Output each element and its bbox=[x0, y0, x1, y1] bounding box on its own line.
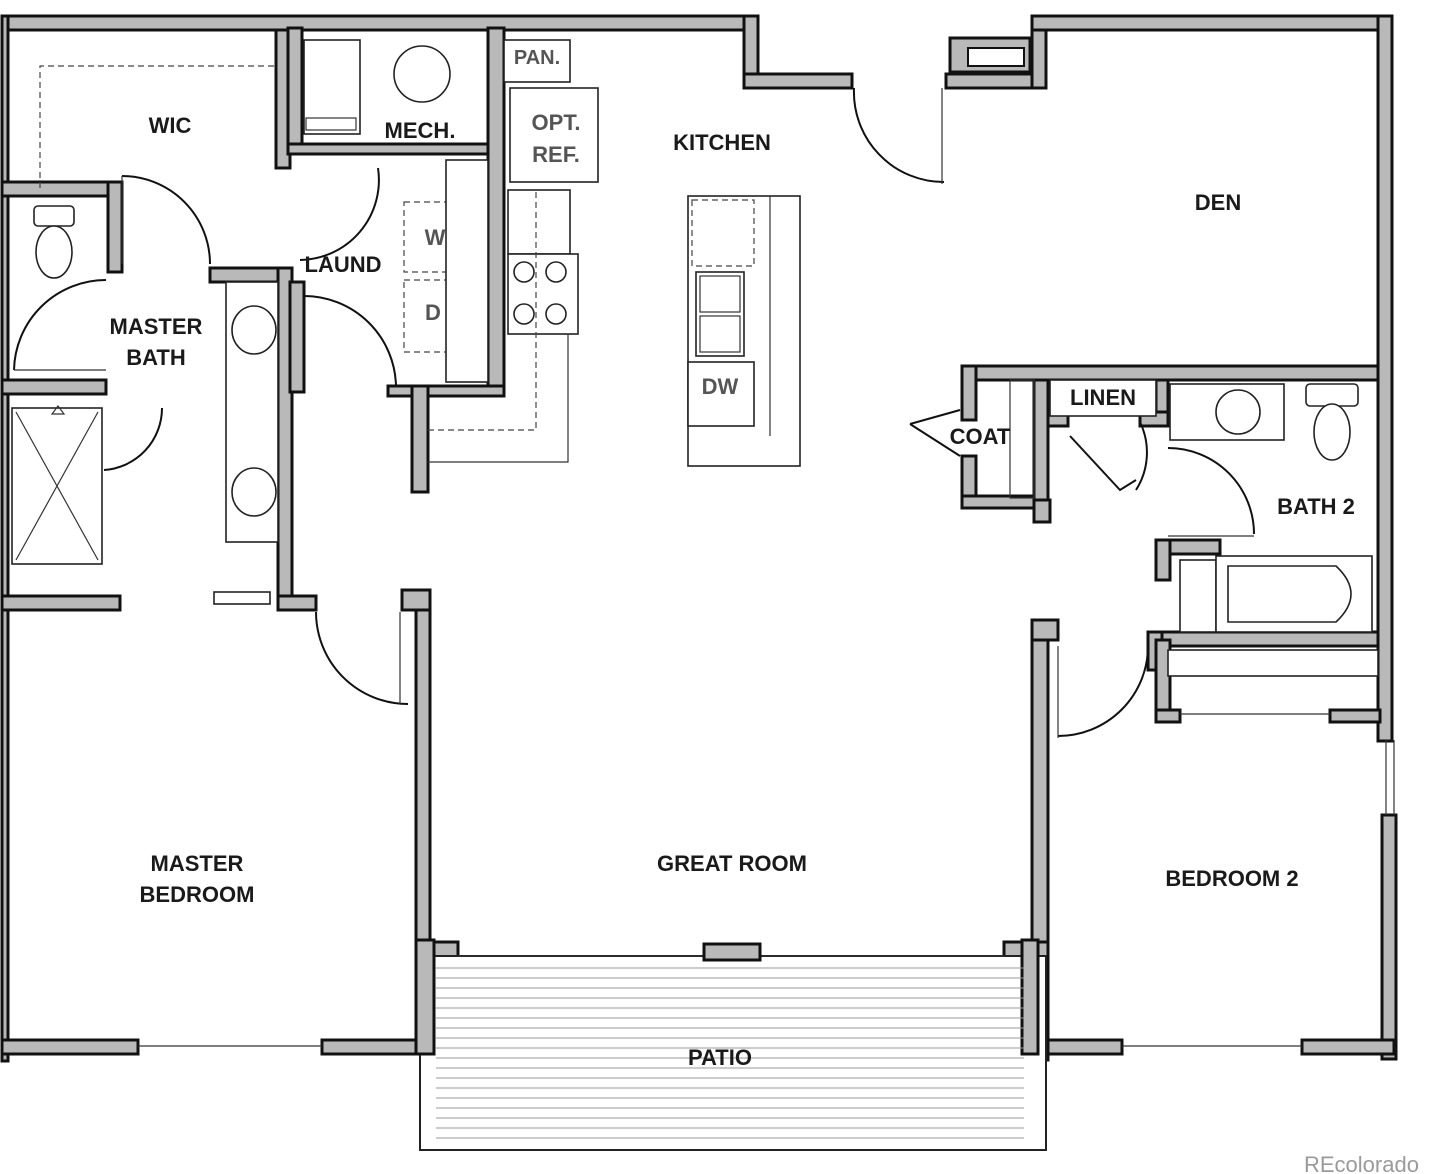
label-opt-ref-2: REF. bbox=[532, 142, 580, 167]
kitchen-sink-icon bbox=[695, 271, 745, 357]
shower-icon bbox=[11, 405, 103, 565]
sink-icon bbox=[231, 305, 277, 517]
label-den: DEN bbox=[1195, 190, 1241, 215]
label-mech: MECH. bbox=[385, 118, 456, 143]
fixtures bbox=[11, 39, 1395, 1047]
label-laundry: LAUND bbox=[305, 252, 382, 277]
label-linen: LINEN bbox=[1070, 385, 1136, 410]
stove-icon bbox=[507, 253, 579, 335]
label-bath-2: BATH 2 bbox=[1277, 494, 1355, 519]
label-great-room: GREAT ROOM bbox=[657, 851, 807, 876]
label-kitchen: KITCHEN bbox=[673, 130, 771, 155]
label-opt-ref-1: OPT. bbox=[532, 110, 581, 135]
label-dryer: D bbox=[425, 300, 441, 325]
label-patio: PATIO bbox=[688, 1045, 752, 1070]
toilet-icon bbox=[33, 205, 75, 279]
label-master-bath-2: BATH bbox=[126, 345, 185, 370]
label-washer: W bbox=[425, 225, 446, 250]
bath2-toilet-icon bbox=[1305, 383, 1359, 461]
label-master-bedroom-2: BEDROOM bbox=[140, 882, 255, 907]
label-dishwasher: DW bbox=[702, 374, 739, 399]
patio bbox=[414, 938, 1047, 1151]
label-bedroom-2: BEDROOM 2 bbox=[1165, 866, 1298, 891]
label-master-bath-1: MASTER bbox=[110, 314, 203, 339]
room-labels: WIC MECH. PAN. OPT. REF. KITCHEN DEN LAU… bbox=[110, 47, 1355, 1070]
bathtub-icon bbox=[1179, 555, 1373, 633]
water-heater-icon bbox=[303, 39, 451, 135]
watermark: REcolorado bbox=[1304, 1152, 1419, 1174]
label-coat: COAT bbox=[950, 424, 1011, 449]
bath2-sink-icon bbox=[1169, 383, 1285, 441]
label-wic: WIC bbox=[149, 113, 192, 138]
label-pantry: PAN. bbox=[514, 47, 560, 69]
doors bbox=[13, 87, 1255, 738]
label-master-bedroom-1: MASTER bbox=[151, 851, 244, 876]
